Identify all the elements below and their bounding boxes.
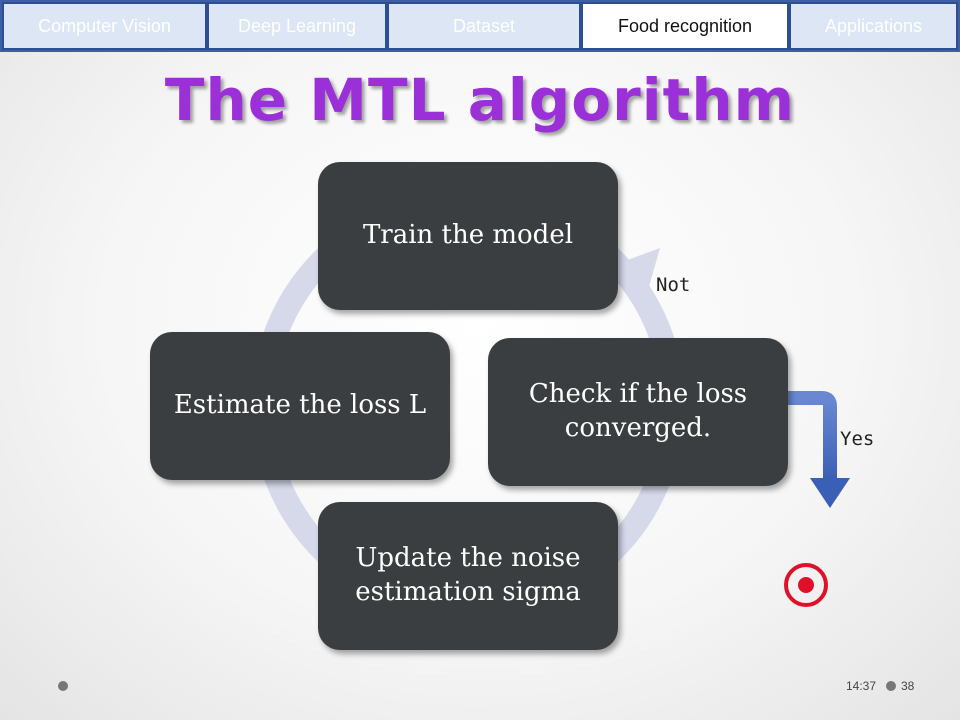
tab-applications[interactable]: Applications	[789, 2, 958, 50]
target-icon	[784, 563, 828, 607]
step-train-model: Train the model	[318, 162, 618, 310]
cycle-arrowhead	[622, 248, 660, 290]
step-estimate-loss: Estimate the loss L	[150, 332, 450, 480]
step-update-label: Update the noise estimation sigma	[355, 543, 581, 607]
footer-time: 14:37	[846, 679, 877, 693]
step-check-convergence: Check if the loss converged.	[488, 338, 788, 486]
step-estimate-label: Estimate the loss L	[173, 390, 427, 421]
footer-page-number: 38	[901, 679, 915, 693]
slide-title: The MTL algorithm	[164, 66, 796, 134]
step-check-label: Check if the loss converged.	[528, 379, 748, 443]
label-not: Not	[656, 274, 691, 296]
tab-food-recognition[interactable]: Food recognition	[581, 2, 789, 50]
footer-dot-left	[58, 681, 68, 691]
label-yes: Yes	[840, 428, 875, 450]
step-update-sigma: Update the noise estimation sigma	[318, 502, 618, 650]
section-tab-bar: Computer Vision Deep Learning Dataset Fo…	[0, 0, 960, 52]
tab-deep-learning[interactable]: Deep Learning	[207, 2, 387, 50]
tab-computer-vision[interactable]: Computer Vision	[2, 2, 207, 50]
bent-arrow-down-icon	[782, 391, 850, 508]
step-train-label: Train the model	[362, 220, 574, 251]
footer-dot-right	[886, 681, 896, 691]
tab-dataset[interactable]: Dataset	[387, 2, 581, 50]
